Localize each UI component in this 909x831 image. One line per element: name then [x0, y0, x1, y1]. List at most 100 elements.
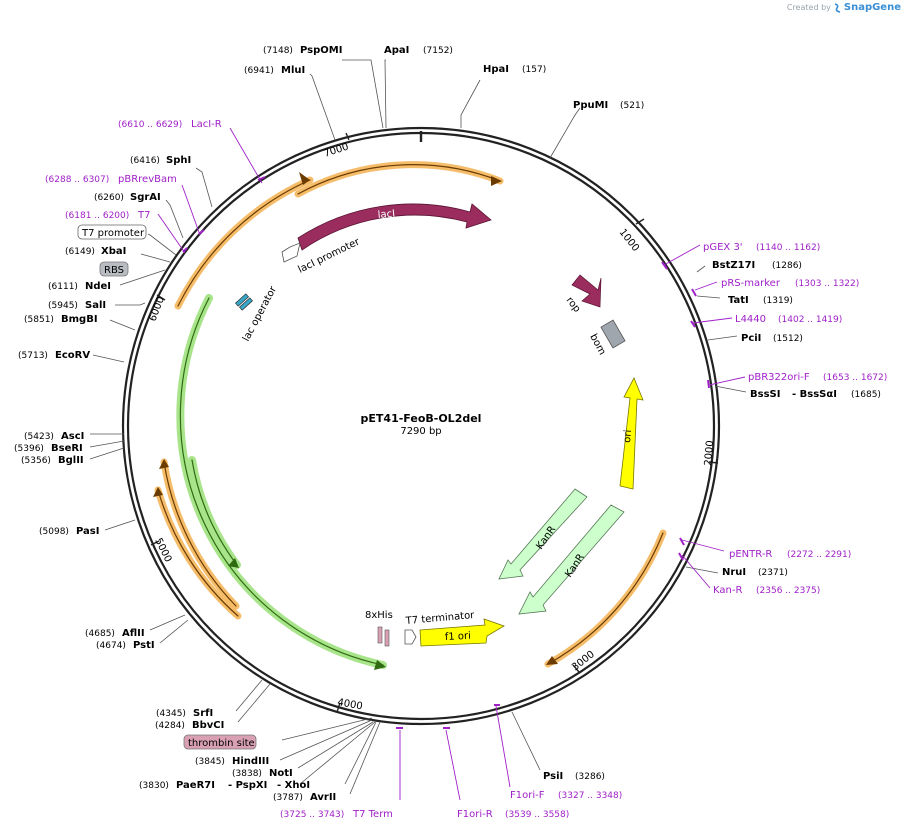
f1-ori-feature[interactable]: [419, 618, 505, 647]
bbvci-pos: (4284): [155, 721, 185, 731]
rop-label: rop: [564, 295, 583, 315]
psti-pos: (4674): [96, 641, 126, 651]
t7-promoter-box[interactable]: T7 promoter: [77, 224, 147, 240]
bstz17i-label[interactable]: BstZ17I: [712, 260, 755, 271]
f1ori-r-pos: (3539 .. 3558): [505, 810, 569, 820]
pgex3-pos: (1140 .. 1162): [756, 243, 820, 253]
bseri-pos: (5396): [14, 444, 44, 454]
snapgene-credit: Created by SnapGene: [787, 2, 901, 13]
psii-label[interactable]: PsiI: [543, 771, 563, 782]
srfi-pos: (4345): [156, 709, 186, 719]
bmgbi-pos: (5851): [24, 315, 54, 325]
pspxi-label[interactable]: - PspXI: [228, 780, 267, 791]
l4440-label[interactable]: L4440: [735, 314, 766, 325]
sali-label[interactable]: SalI: [85, 300, 106, 311]
bmgbi-label[interactable]: BmgBI: [61, 314, 98, 325]
hindiii-label[interactable]: HindIII: [232, 756, 269, 767]
pasi-label[interactable]: PasI: [76, 526, 99, 537]
bglii-label[interactable]: BglII: [58, 455, 84, 466]
t7-primer-label[interactable]: T7: [137, 210, 150, 221]
rop-feature[interactable]: [571, 274, 602, 308]
green-arrowheads: [228, 558, 386, 670]
pgex3-label[interactable]: pGEX 3': [703, 242, 743, 253]
his-tag-feature[interactable]: [377, 626, 390, 647]
ori-feature[interactable]: [619, 377, 644, 490]
psti-label[interactable]: PstI: [133, 640, 155, 651]
pbr322ori-f-label[interactable]: pBR322ori-F: [748, 372, 810, 383]
pspomi-label[interactable]: PspOMI: [300, 45, 342, 56]
t7-terminator-feature[interactable]: [404, 629, 417, 645]
pspomi-pos: (7148): [263, 46, 293, 56]
pasi-pos: (5098): [39, 527, 69, 537]
srfi-label[interactable]: SrfI: [193, 708, 213, 719]
f1ori-f-pos: (3327 .. 3348): [558, 791, 622, 801]
laci-feature[interactable]: [297, 203, 492, 251]
sgrai-label[interactable]: SgrAI: [130, 192, 161, 203]
pcii-label[interactable]: PciI: [741, 333, 761, 344]
kan-r-label[interactable]: Kan-R: [713, 585, 742, 596]
noti-pos: (3838): [232, 769, 262, 779]
bstz17i-pos: (1286): [772, 261, 802, 271]
rbs-box[interactable]: RBS: [99, 261, 129, 277]
credit-prefix: Created by: [786, 3, 831, 12]
bbvci-label[interactable]: BbvCI: [192, 720, 224, 731]
t7-primer-pos: (6181 .. 6200): [65, 211, 129, 221]
kanr-feature-1[interactable]: [498, 488, 588, 580]
bseri-label[interactable]: BseRI: [51, 443, 83, 454]
tick-4000: 4000: [336, 697, 363, 712]
aflii-label[interactable]: AflII: [122, 628, 145, 639]
orange-features: [154, 161, 667, 668]
ecorv-pos: (5713): [18, 351, 48, 361]
laci-r-label[interactable]: LacI-R: [191, 119, 222, 130]
pentr-r-label[interactable]: pENTR-R: [729, 549, 772, 560]
sgrai-pos: (6260): [94, 193, 124, 203]
pbr322ori-f-pos: (1653 .. 1672): [823, 373, 887, 383]
lac-operator-feature[interactable]: [235, 293, 253, 311]
sphi-pos: (6416): [130, 156, 160, 166]
sali-pos: (5945): [48, 301, 78, 311]
bsssi-label[interactable]: BssSI: [750, 389, 780, 400]
laci-promoter-feature[interactable]: [281, 242, 301, 263]
prs-marker-pos: (1303 .. 1322): [795, 279, 859, 289]
t7-term-label[interactable]: T7 Term: [352, 809, 393, 820]
t7-terminator-label: T7 terminator: [404, 610, 475, 627]
hpai-pos: (157): [522, 65, 546, 75]
backbone-outer: [121, 126, 721, 726]
orange-arrowheads: [153, 172, 558, 665]
snapgene-logo-icon: [834, 2, 841, 13]
asci-label[interactable]: AscI: [61, 431, 84, 442]
tati-label[interactable]: TatI: [728, 295, 749, 306]
xbai-label[interactable]: XbaI: [101, 246, 126, 257]
sphi-label[interactable]: SphI: [166, 155, 191, 166]
his-tag-label: 8xHis: [365, 610, 393, 621]
thrombin-site-label: thrombin site: [188, 738, 255, 749]
nrui-label[interactable]: NruI: [722, 567, 746, 578]
bom-feature[interactable]: [600, 319, 626, 349]
prs-marker-label[interactable]: pRS-marker: [721, 278, 781, 289]
bsssai-label[interactable]: - BssSαI: [792, 389, 837, 400]
plasmid-length: 7290 bp: [400, 426, 442, 437]
kan-r-pos: (2356 .. 2375): [756, 586, 820, 596]
ecorv-label[interactable]: EcoRV: [55, 350, 90, 361]
mlui-label[interactable]: MluI: [281, 65, 305, 76]
apai-label[interactable]: ApaI: [384, 45, 409, 56]
hpai-label[interactable]: HpaI: [483, 64, 509, 75]
avrii-label[interactable]: AvrII: [310, 792, 336, 803]
noti-label[interactable]: NotI: [269, 768, 293, 779]
f1ori-r-label[interactable]: F1ori-R: [457, 809, 493, 820]
aflii-pos: (4685): [85, 629, 115, 639]
plasmid-name: pET41-FeoB-OL2del: [360, 412, 482, 425]
paer7i-pos: (3830): [139, 781, 169, 791]
ori-label: ori: [622, 429, 634, 443]
tick-2000: 2000: [703, 440, 716, 466]
f1-ori-label: f1 ori: [445, 631, 472, 643]
xhoi-label[interactable]: - XhoI: [277, 780, 310, 791]
ppumi-label[interactable]: PpuMI: [573, 100, 608, 111]
f1ori-f-label[interactable]: F1ori-F: [510, 790, 545, 801]
paer7i-label[interactable]: PaeR7I: [176, 780, 215, 791]
ndei-label[interactable]: NdeI: [85, 281, 111, 292]
thrombin-site-box[interactable]: thrombin site: [183, 734, 257, 750]
psii-pos: (3286): [575, 772, 605, 782]
kanr-feature-2[interactable]: [518, 504, 625, 615]
pbrrevbam-label[interactable]: pBRrevBam: [118, 174, 177, 185]
